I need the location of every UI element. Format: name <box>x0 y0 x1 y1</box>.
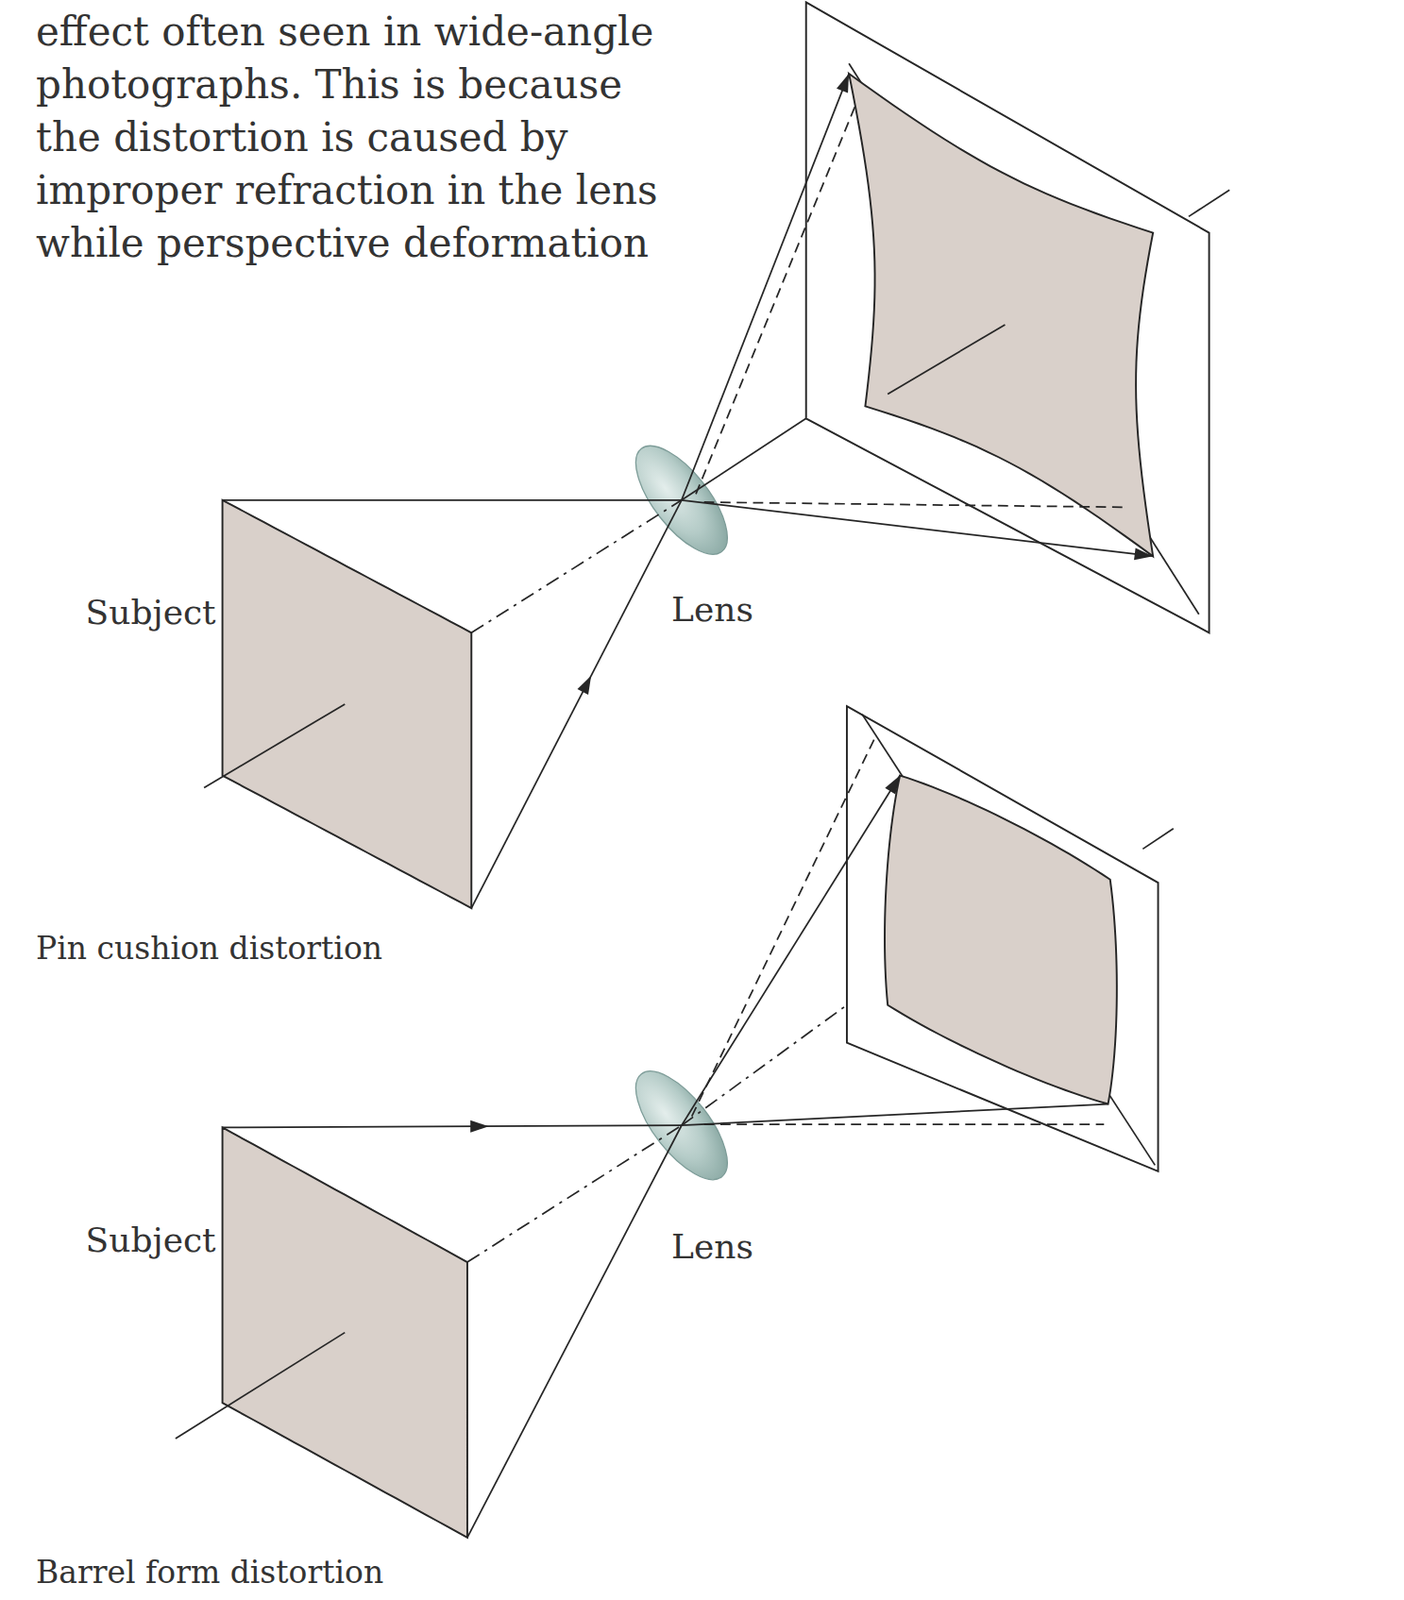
plane-diagonal <box>848 63 1200 615</box>
ray-line <box>471 500 682 633</box>
figure-caption: Barrel form distortion <box>35 1554 384 1592</box>
ray-line <box>681 500 1153 557</box>
body-text: effect often seen in wide-angle photogra… <box>35 5 688 271</box>
arrow-head <box>470 1120 489 1134</box>
ray-line <box>681 776 900 1127</box>
ray-line <box>681 418 807 500</box>
pincushion-grid-outline <box>848 73 1153 557</box>
ray-line <box>681 1005 847 1127</box>
ray-line <box>471 500 682 909</box>
ray-line <box>681 1104 1109 1127</box>
plane-axis <box>1188 189 1230 217</box>
ray-line <box>467 1125 682 1263</box>
lens-label: Lens <box>671 1226 754 1268</box>
subject-axis <box>175 1333 345 1439</box>
arrow-head <box>576 676 592 695</box>
image-axis <box>887 324 1005 394</box>
figure-caption: Pin cushion distortion <box>35 930 383 968</box>
arrow-head <box>836 73 849 93</box>
subject-label: Subject <box>85 592 217 633</box>
subject-axis <box>203 704 345 789</box>
ray-line <box>681 73 849 501</box>
ray-line <box>704 1123 1105 1126</box>
subject-label: Subject <box>85 1219 217 1261</box>
barrel-figure <box>175 706 1174 1539</box>
ray-line <box>704 502 1125 508</box>
ray-line <box>467 1125 682 1539</box>
subject-grid-outline <box>222 500 473 909</box>
arrow-head <box>1133 547 1153 560</box>
plane-axis <box>1142 828 1173 850</box>
barrel-grid-outline <box>884 776 1117 1105</box>
ray-line <box>222 499 682 502</box>
ray-line <box>222 1125 682 1128</box>
image-plane <box>846 706 1159 1172</box>
plane-diagonal <box>862 714 1155 1167</box>
arrow-head <box>884 776 900 796</box>
ray-line <box>692 736 877 1117</box>
lens-label: Lens <box>671 589 754 630</box>
ray-line <box>695 106 856 495</box>
